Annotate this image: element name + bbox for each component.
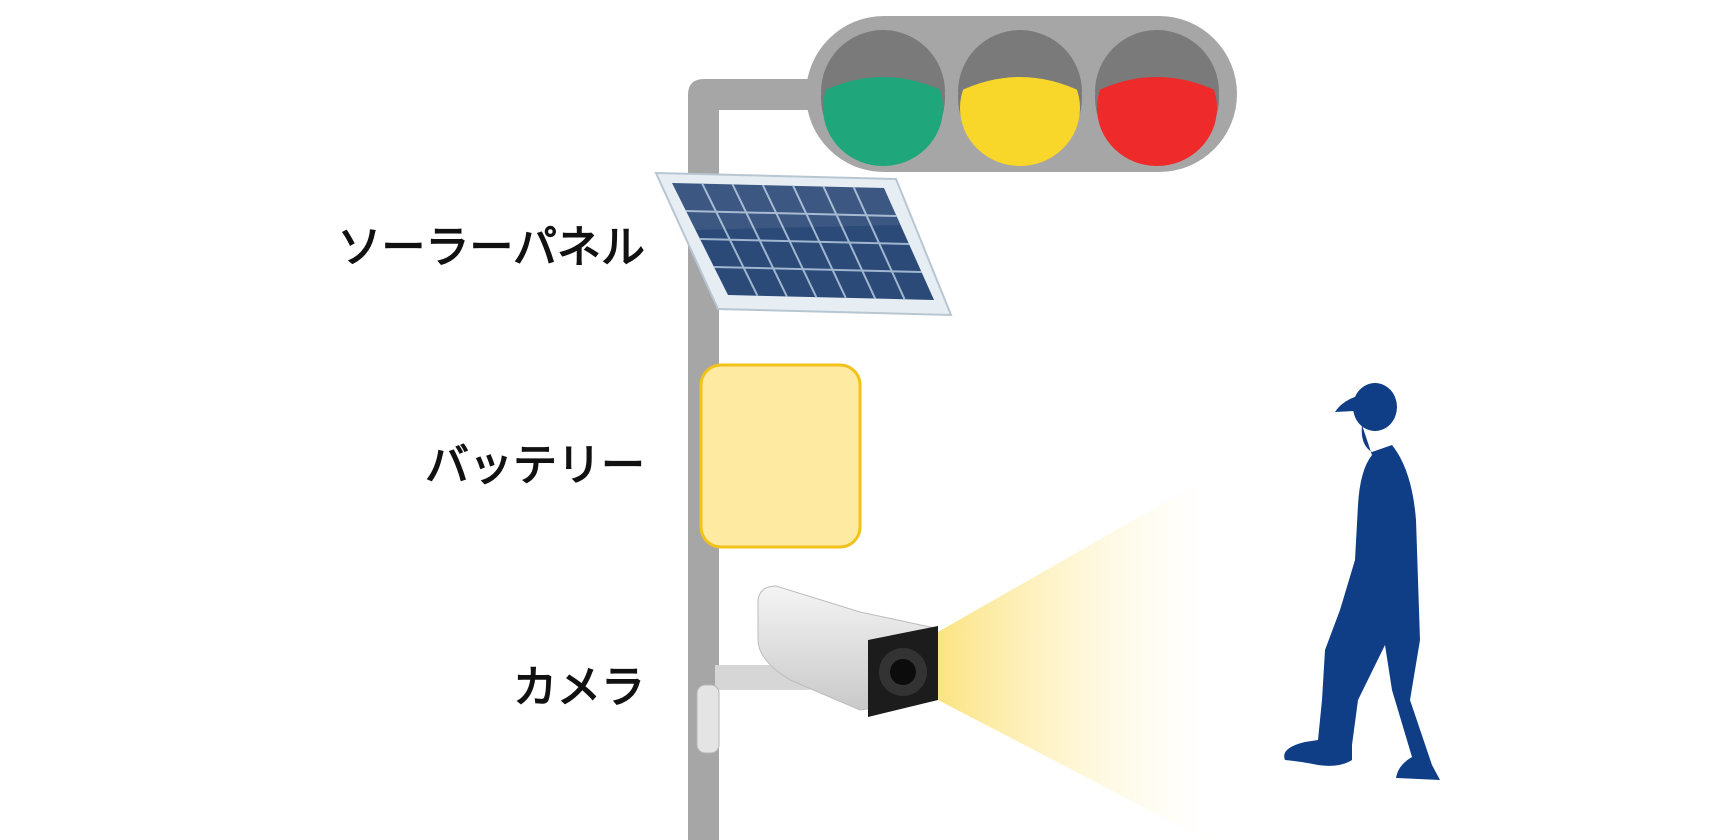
solar-panel-label: ソーラーパネル [337, 222, 645, 273]
solar-cell-gridline [685, 210, 897, 217]
signal-red [1095, 30, 1219, 166]
battery-label: バッテリー [425, 440, 645, 491]
camera-label: カメラ [513, 662, 645, 713]
walking-person-silhouette [1284, 383, 1440, 780]
camera-light-beam [938, 478, 1207, 840]
security-camera [696, 585, 938, 754]
solar-cell-gridline [699, 238, 910, 245]
signal-green [821, 30, 945, 166]
solar-panel [654, 171, 953, 317]
traffic-light [806, 16, 1237, 172]
signal-yellow [958, 30, 1082, 166]
solar-cell-gridline [713, 266, 922, 273]
battery-box [699, 363, 862, 549]
